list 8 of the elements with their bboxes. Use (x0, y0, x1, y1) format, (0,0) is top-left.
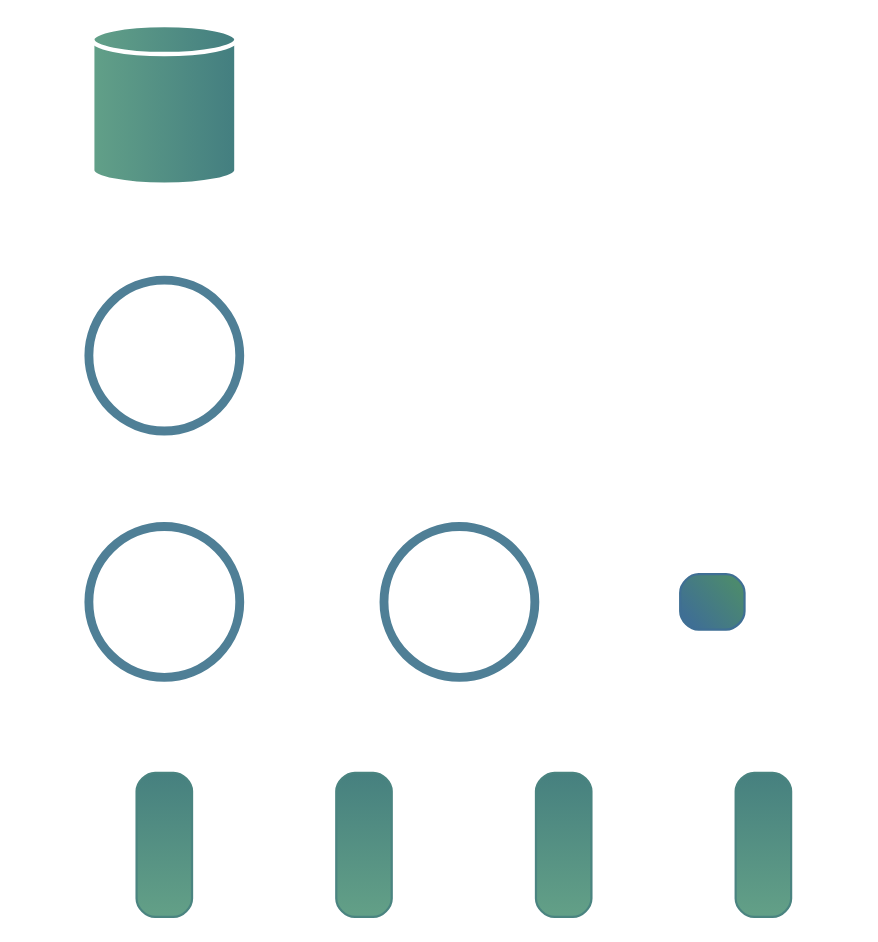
node-bar (134, 771, 193, 919)
node-circle (83, 522, 244, 682)
node-bar (733, 771, 792, 919)
node-bar (533, 771, 592, 919)
node-bar (334, 771, 392, 919)
node-circle (378, 522, 539, 682)
node-circle (83, 275, 244, 436)
node-box (678, 573, 745, 631)
